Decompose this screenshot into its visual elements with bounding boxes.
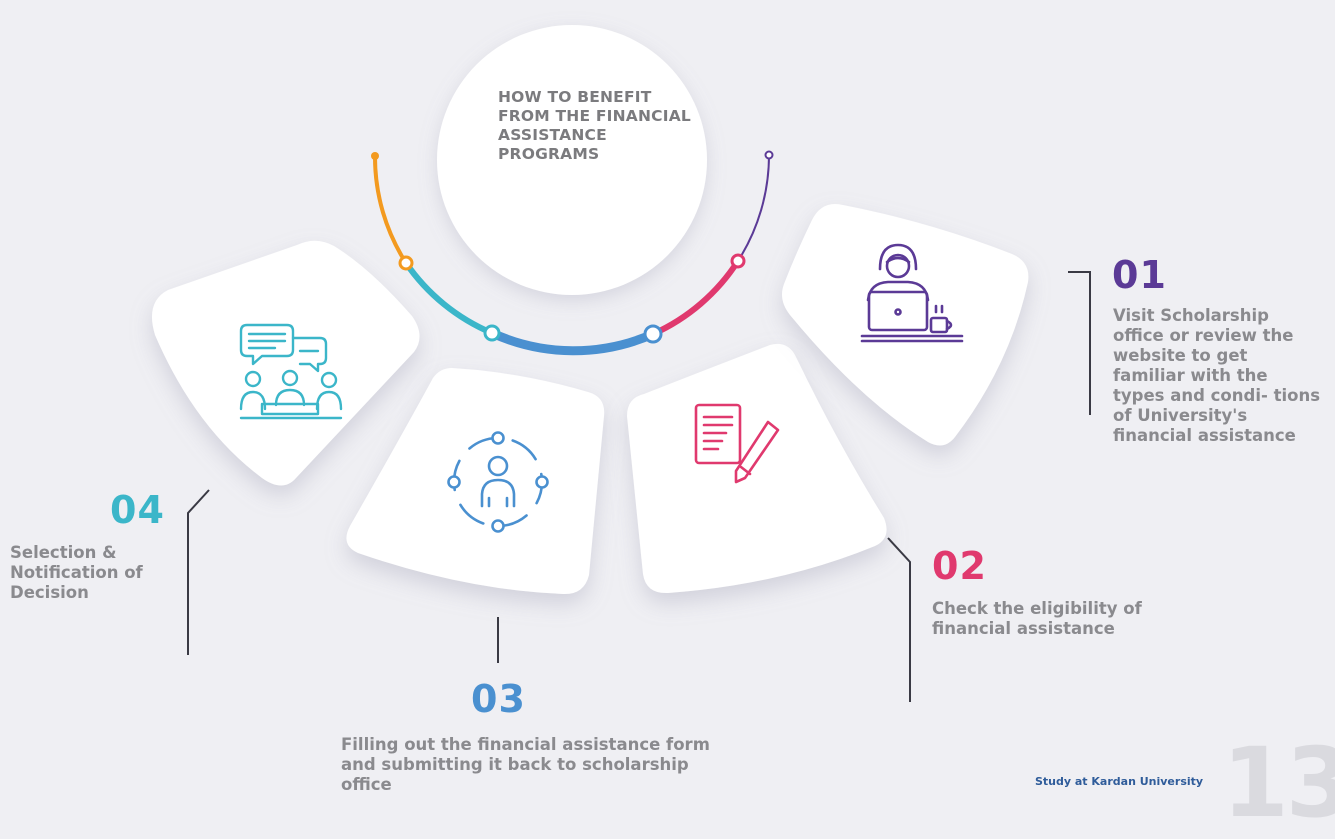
arc-node-04	[398, 255, 414, 271]
page-title: HOW TO BENEFIT FROM THE FINANCIAL ASSIST…	[498, 88, 691, 163]
card-step-03	[346, 368, 605, 595]
arc-node-end	[764, 150, 774, 160]
card-step-04	[151, 240, 420, 486]
person-laptop-icon	[860, 243, 964, 343]
step-text-01: Visit Scholarship office or review the w…	[1113, 306, 1321, 445]
footer-brand: Study at Kardan University	[1035, 775, 1204, 788]
connector-line-01	[1068, 271, 1091, 415]
connector-line-02	[887, 537, 911, 702]
arc-segment-pink	[650, 258, 741, 337]
title-circle	[437, 25, 707, 295]
arc-segment-blue	[490, 328, 655, 356]
arc-node-01	[730, 253, 746, 269]
arc-segment-teal	[403, 260, 495, 336]
step-text-02: Check the eligibility of financial assis…	[932, 599, 1142, 638]
step-text-03: Filling out the financial assistance for…	[341, 735, 710, 794]
meeting-chat-icon	[239, 323, 343, 420]
step-number-02: 02	[932, 544, 987, 588]
arc-node-02	[643, 324, 663, 344]
step-number-01: 01	[1112, 253, 1167, 297]
document-pen-icon	[694, 403, 780, 484]
card-step-02	[627, 343, 887, 594]
arc-segment-purple	[737, 154, 770, 262]
diagram-canvas	[151, 25, 1091, 702]
step-text-04: Selection & Notification of Decision	[10, 543, 143, 602]
step-number-03: 03	[471, 677, 526, 721]
card-step-01	[782, 204, 1029, 446]
step-number-04: 04	[110, 488, 165, 532]
person-network-icon	[447, 431, 549, 533]
connector-line-04	[187, 489, 210, 655]
arc-node-start	[371, 152, 379, 160]
arc-segment-orange	[372, 154, 408, 265]
page-number: 13	[1222, 727, 1335, 839]
arc-node-03	[483, 324, 501, 342]
